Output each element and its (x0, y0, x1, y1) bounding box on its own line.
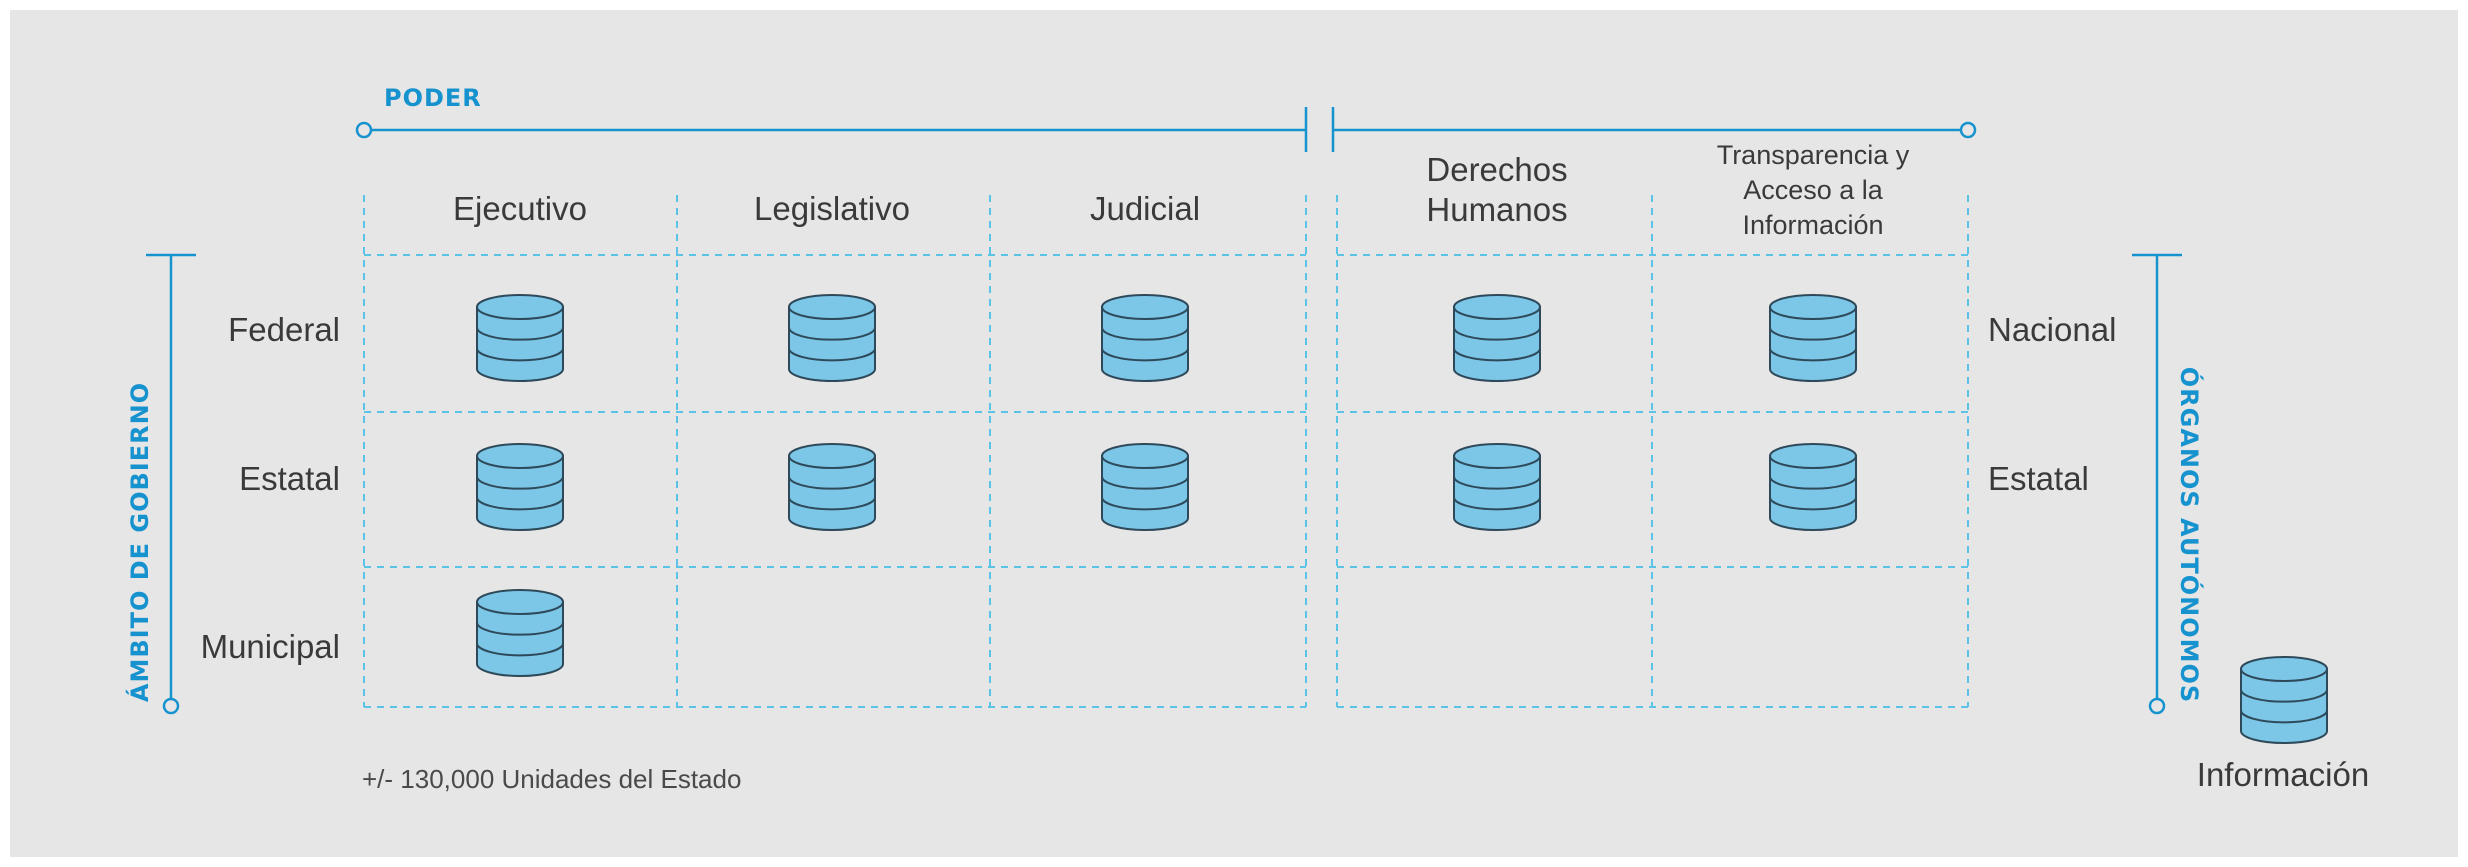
legend-label: Información (2196, 756, 2370, 793)
organos-label: ÓRGANOS AUTÓNOMOS (2175, 366, 2203, 704)
row-label-nacional: Nacional (1988, 311, 2117, 348)
column-header-legislativo: Legislativo (754, 190, 910, 227)
database-icon-estatal-3 (1453, 443, 1541, 531)
database-icon-estatal-0 (476, 443, 564, 531)
database-icon-federal-2 (1101, 294, 1189, 382)
column-header-ejecutivo: Ejecutivo (453, 190, 587, 227)
poder-axis (355, 107, 1977, 152)
row-label-estatal: Estatal (239, 460, 340, 497)
ambito-label: ÁMBITO DE GOBIERNO (126, 381, 154, 703)
legend-database-icon (2240, 656, 2328, 744)
database-icon-estatal-2 (1101, 443, 1189, 531)
database-icon-estatal-4 (1769, 443, 1857, 531)
database-icon-federal-0 (476, 294, 564, 382)
axis-end-marker (1959, 121, 1977, 139)
database-icon-estatal-1 (788, 443, 876, 531)
organos-axis (2132, 253, 2182, 715)
column-header-transparencia: Transparencia y Acceso a la Información (1716, 140, 1910, 241)
ambito-axis (146, 253, 196, 715)
database-cells (476, 294, 1857, 677)
dashed-grid (363, 195, 1969, 708)
row-label-estatal-right: Estatal (1988, 460, 2089, 497)
column-header-judicial: Judicial (1089, 190, 1201, 227)
poder-label: PODER (384, 84, 482, 112)
row-label-municipal: Municipal (200, 628, 340, 665)
column-header-derechos-humanos: Derechos Humanos (1426, 151, 1568, 229)
background-panel (10, 10, 2458, 857)
footnote: +/- 130,000 Unidades del Estado (362, 764, 742, 794)
database-icon-federal-3 (1453, 294, 1541, 382)
database-icon-federal-1 (788, 294, 876, 382)
database-icon-municipal-0 (476, 589, 564, 677)
row-label-federal: Federal (228, 311, 340, 348)
database-icon (2240, 656, 2328, 744)
database-icon-federal-4 (1769, 294, 1857, 382)
axis-start-marker (355, 121, 373, 139)
